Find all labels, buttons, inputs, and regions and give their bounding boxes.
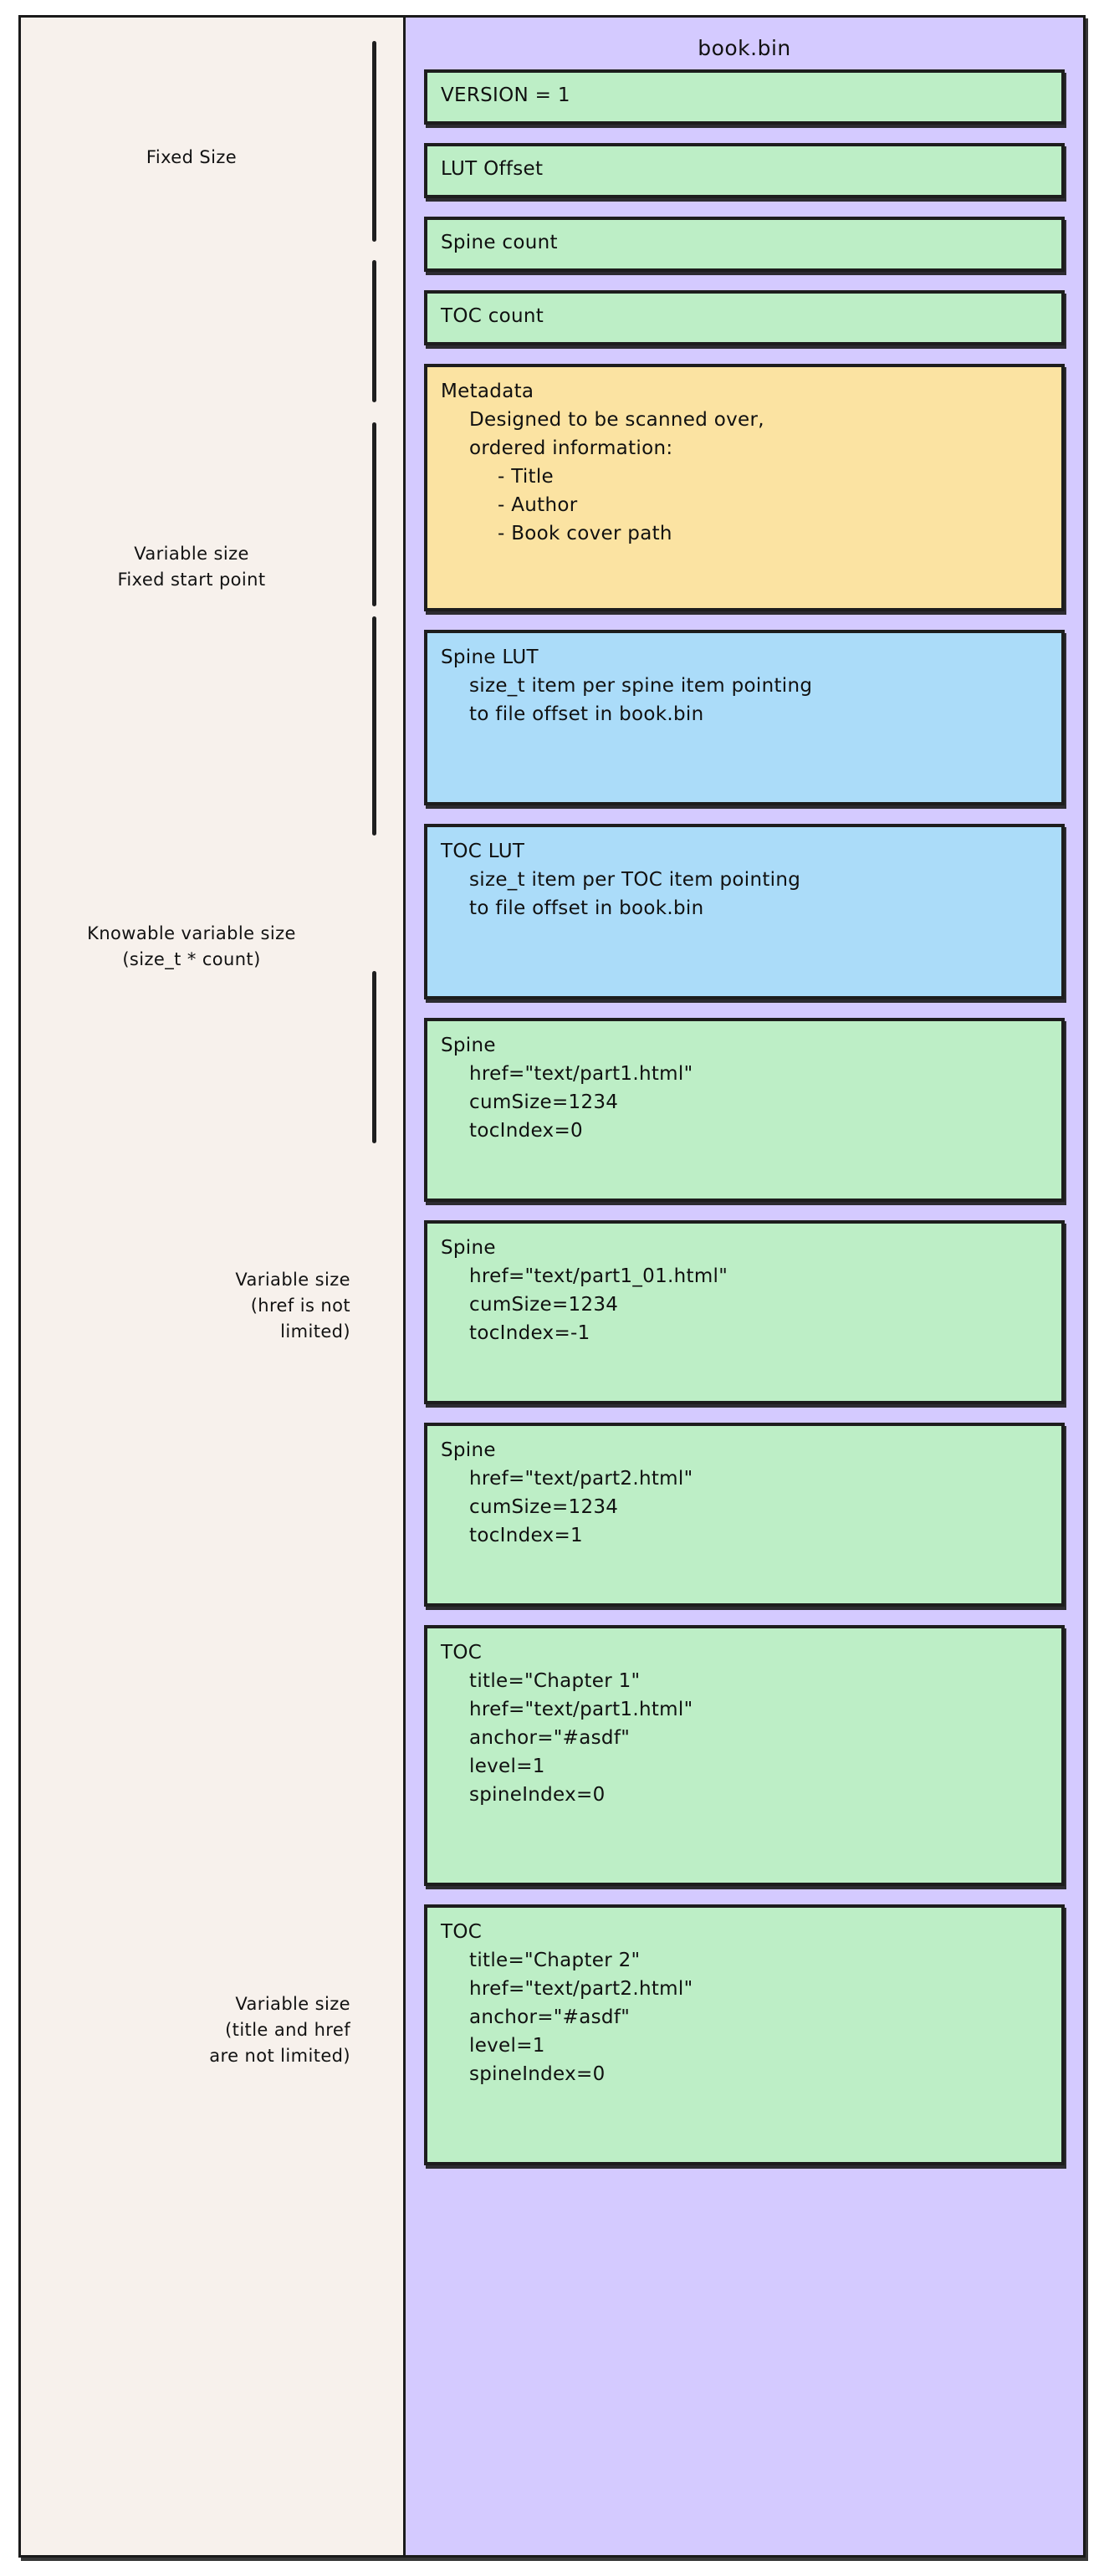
block-lut-offset-label: LUT Offset: [441, 158, 544, 180]
block-spine-1: Spine href="text/part1.html" cumSize=123…: [424, 1018, 1065, 1202]
block-toc-lut: TOC LUT size_t item per TOC item pointin…: [424, 824, 1065, 999]
block-spine-1-title: Spine: [441, 1035, 496, 1056]
block-spine-3-title: Spine: [441, 1439, 496, 1461]
block-version: VERSION = 1: [424, 69, 1065, 125]
block-version-label: VERSION = 1: [441, 84, 570, 106]
annotation-knowable-variable-size: Knowable variable size (size_t * count): [87, 923, 296, 969]
block-metadata-items: - Title - Author - Book cover path: [498, 466, 672, 544]
block-spine-count: Spine count: [424, 217, 1065, 272]
block-toc-1-fields: title="Chapter 1" href="text/part1.html"…: [469, 1670, 693, 1806]
annotation-column: Fixed Size Variable size Fixed start poi…: [18, 15, 403, 2558]
file-column: book.bin VERSION = 1 LUT Offset Spine co…: [403, 15, 1086, 2558]
block-metadata-title: Metadata: [441, 381, 534, 402]
block-spine-2: Spine href="text/part1_01.html" cumSize=…: [424, 1220, 1065, 1404]
annotation-variable-size-href: Variable size (href is not limited): [235, 1270, 350, 1342]
block-lut-offset: LUT Offset: [424, 143, 1065, 198]
block-toc-1: TOC title="Chapter 1" href="text/part1.h…: [424, 1625, 1065, 1886]
block-toc-count-label: TOC count: [441, 305, 544, 327]
annotation-variable-size-title-href: Variable size (title and href are not li…: [209, 1994, 350, 2066]
block-toc-2-title: TOC: [441, 1921, 483, 1943]
block-spine-3: Spine href="text/part2.html" cumSize=123…: [424, 1423, 1065, 1607]
file-title: book.bin: [698, 36, 791, 60]
bracket-metadata: [372, 260, 376, 402]
block-metadata: Metadata Designed to be scanned over, or…: [424, 364, 1065, 611]
block-spine-3-fields: href="text/part2.html" cumSize=1234 tocI…: [469, 1468, 693, 1546]
block-toc-count: TOC count: [424, 290, 1065, 345]
bracket-lut: [372, 422, 376, 606]
bracket-spine: [372, 616, 376, 836]
block-toc-lut-desc: size_t item per TOC item pointing to fil…: [469, 869, 801, 919]
block-toc-2: TOC title="Chapter 2" href="text/part2.h…: [424, 1904, 1065, 2165]
block-toc-1-title: TOC: [441, 1642, 483, 1664]
block-spine-lut-title: Spine LUT: [441, 647, 539, 668]
block-spine-lut-desc: size_t item per spine item pointing to f…: [469, 675, 813, 725]
block-toc-2-fields: title="Chapter 2" href="text/part2.html"…: [469, 1950, 693, 2085]
bracket-toc: [372, 971, 376, 1143]
block-metadata-desc: Designed to be scanned over, ordered inf…: [469, 409, 764, 459]
block-spine-2-fields: href="text/part1_01.html" cumSize=1234 t…: [469, 1265, 728, 1344]
annotation-variable-size-fixed-start: Variable size Fixed start point: [117, 544, 266, 590]
block-spine-count-label: Spine count: [441, 232, 558, 253]
bracket-fixed-size: [372, 41, 376, 242]
block-toc-lut-title: TOC LUT: [441, 841, 525, 862]
diagram-columns: Fixed Size Variable size Fixed start poi…: [18, 15, 1086, 2558]
block-spine-1-fields: href="text/part1.html" cumSize=1234 tocI…: [469, 1063, 693, 1142]
annotation-fixed-size: Fixed Size: [146, 147, 238, 167]
block-spine-2-title: Spine: [441, 1237, 496, 1259]
block-spine-lut: Spine LUT size_t item per spine item poi…: [424, 630, 1065, 805]
